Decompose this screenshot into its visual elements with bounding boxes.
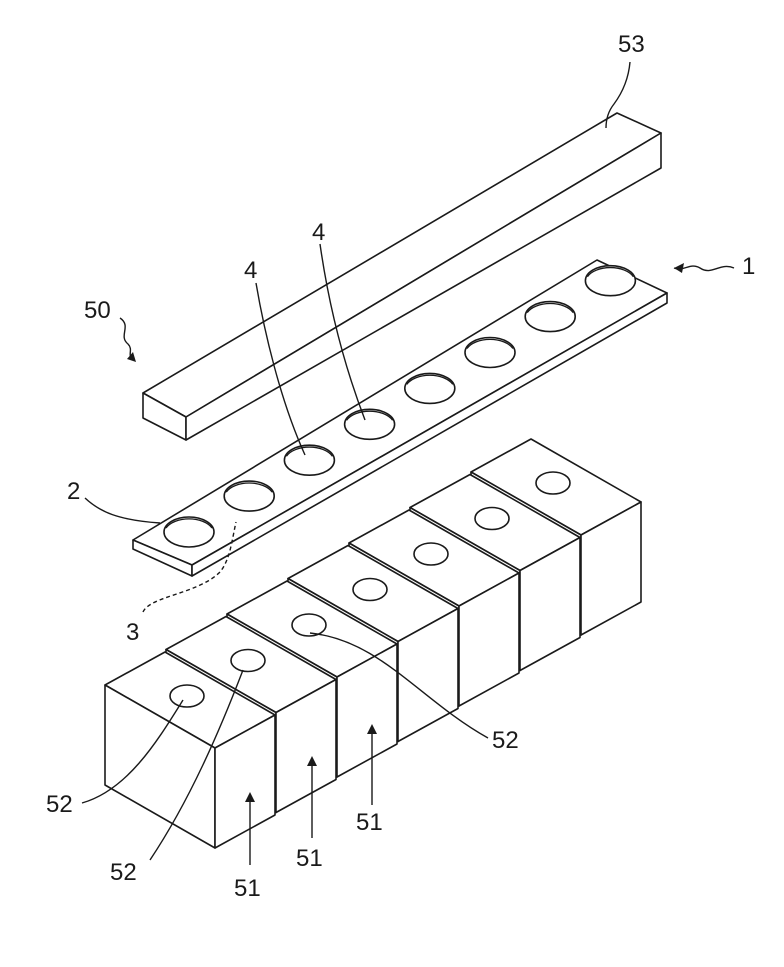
- plate-hole: [585, 266, 635, 296]
- label-block-2: 51: [296, 845, 323, 872]
- label-bar: 53: [618, 31, 645, 58]
- label-hole-a: 4: [244, 257, 257, 284]
- block-hole: [536, 472, 570, 494]
- plate-hole: [465, 338, 515, 368]
- label-block-hole-3: 52: [492, 727, 519, 754]
- plate-hole: [405, 373, 455, 403]
- label-assembly: 50: [84, 297, 111, 324]
- plate-hole: [224, 481, 274, 511]
- block-hole: [170, 685, 204, 707]
- plate-hole: [164, 517, 214, 547]
- block-hole: [475, 508, 509, 530]
- plate-hole: [345, 409, 395, 439]
- block-hole: [353, 579, 387, 601]
- block-hole: [414, 543, 448, 565]
- block-hole: [231, 650, 265, 672]
- label-block-hole-1: 52: [46, 791, 73, 818]
- label-plate-underside: 3: [126, 619, 139, 646]
- block-row: [105, 439, 641, 848]
- label-block-hole-2: 52: [110, 859, 137, 886]
- plate-hole: [525, 302, 575, 332]
- plate-hole: [284, 445, 334, 475]
- label-plate: 1: [742, 253, 755, 280]
- label-block-3: 51: [356, 809, 383, 836]
- block-hole: [292, 614, 326, 636]
- label-plate-body: 2: [67, 478, 80, 505]
- label-block-1: 51: [234, 875, 261, 902]
- label-hole-b: 4: [312, 219, 325, 246]
